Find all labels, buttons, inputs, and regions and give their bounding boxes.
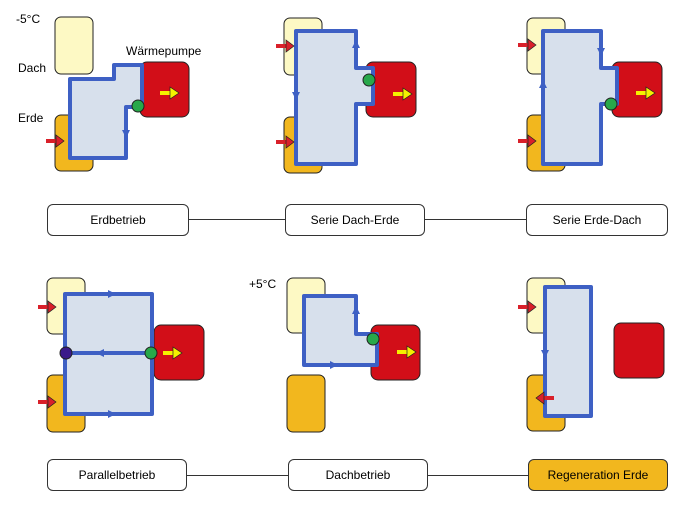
connector-line: [189, 219, 285, 220]
connector-line: [425, 219, 526, 220]
connector-line: [187, 475, 288, 476]
roof-label: Dach: [18, 61, 47, 75]
heat-pump-box: [611, 61, 663, 118]
heat-pump-box: [139, 61, 190, 118]
circuit-loop: [302, 294, 379, 367]
heat-pump-box: [613, 322, 665, 379]
mode-label: Serie Erde-Dach: [552, 213, 642, 227]
roof-inflow-arrow: [527, 38, 537, 52]
output-arrow: [402, 87, 413, 101]
mode-button-erdbetrieb[interactable]: Erdbetrieb: [47, 204, 189, 236]
roof-inflow-arrow: [527, 300, 537, 314]
mode-label: Serie Dach-Erde: [310, 213, 400, 227]
circuit-loop: [543, 285, 593, 418]
panel-serie-erde-dach: [518, 17, 663, 172]
valve-node: [604, 97, 618, 111]
mode-label: Erdbetrieb: [90, 213, 146, 227]
temperature-warm-label: +5°C: [249, 277, 277, 291]
mode-label: Dachbetrieb: [325, 468, 391, 482]
temperature-cold-label: -5°C: [16, 12, 41, 26]
mode-label: Parallelbetrieb: [78, 468, 156, 482]
mode-button-dachbetrieb[interactable]: Dachbetrieb: [288, 459, 428, 491]
panel-regeneration-erde: [518, 277, 665, 432]
circuit-loop: [294, 29, 375, 166]
ground-outflow-arrow: [535, 391, 545, 405]
circuit-loop: [541, 29, 619, 166]
mode-label: Regeneration Erde: [547, 468, 649, 482]
ground-inflow-arrow: [47, 395, 57, 409]
mode-button-serie-erde-dach[interactable]: Serie Erde-Dach: [526, 204, 668, 236]
mode-button-serie-dach-erde[interactable]: Serie Dach-Erde: [285, 204, 425, 236]
ground-box: [286, 374, 326, 433]
roof-inflow-arrow: [285, 39, 295, 53]
output-arrow: [645, 86, 656, 100]
mixing-node: [59, 346, 73, 360]
mode-button-regeneration-erde[interactable]: Regeneration Erde: [528, 459, 668, 491]
connector-line: [428, 475, 528, 476]
ground-inflow-arrow: [527, 134, 537, 148]
valve-node: [366, 332, 380, 346]
ground-label: Erde: [18, 111, 44, 125]
roof-inflow-arrow: [47, 300, 57, 314]
ground-inflow-arrow: [285, 135, 295, 149]
output-arrow: [172, 346, 183, 360]
mode-button-parallelbetrieb[interactable]: Parallelbetrieb: [47, 459, 187, 491]
valve-node: [362, 73, 376, 87]
panel-dachbetrieb: [286, 277, 421, 433]
roof-box: [54, 16, 94, 75]
output-arrow: [406, 345, 417, 359]
panel-erdbetrieb: [46, 16, 190, 172]
heat-pump-label: Wärmepumpe: [126, 44, 202, 58]
circuit-loop: [68, 63, 144, 160]
valve-node: [131, 99, 145, 113]
panel-parallelbetrieb: [38, 277, 205, 433]
valve-node: [144, 346, 158, 360]
panel-serie-dach-erde: [276, 17, 417, 174]
